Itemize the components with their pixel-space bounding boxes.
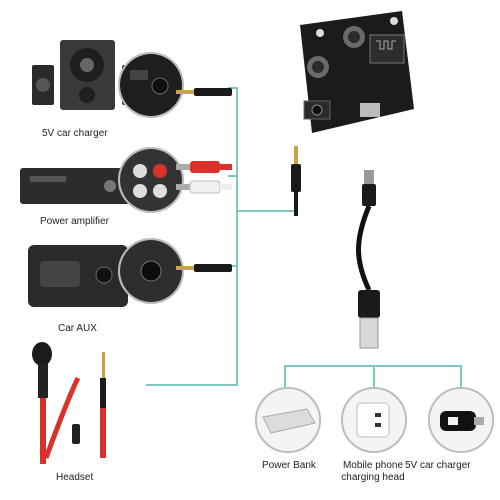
power-bank-circle <box>255 387 321 453</box>
speaker-aux-plug <box>176 84 232 96</box>
connector-board <box>236 210 296 212</box>
connector-car-aux <box>228 265 238 267</box>
phone-charger-label: Mobile phone charging head <box>333 460 413 484</box>
connector-bottom-1 <box>284 365 286 387</box>
phone-charger-label-line2: charging head <box>341 472 405 483</box>
power-amplifier-image <box>20 160 130 210</box>
connector-bottom-2 <box>373 365 375 387</box>
micro-usb-cable <box>350 170 390 355</box>
car-aux-image <box>28 245 128 307</box>
connector-amplifier <box>228 175 238 177</box>
power-bank-label: Power Bank <box>262 460 316 471</box>
rca-red-plug <box>176 160 232 174</box>
headset-label: Headset <box>56 472 94 483</box>
phone-charger-circle <box>341 387 407 453</box>
connector-headset <box>146 384 238 386</box>
speaker-label: 5V car charger <box>42 128 108 139</box>
car-aux-closeup <box>118 238 184 304</box>
headset-image <box>18 338 138 468</box>
amplifier-rca-closeup <box>118 147 184 213</box>
rca-white-plug <box>176 180 232 194</box>
car-charger-label: 5V car charger <box>405 460 471 471</box>
car-aux-plug <box>176 260 232 272</box>
car-charger-circle <box>428 387 494 453</box>
phone-charger-label-line1: Mobile phone <box>342 460 404 471</box>
speaker-jack-closeup <box>118 52 184 118</box>
connector-trunk <box>236 88 238 385</box>
aux-jack-plug <box>290 146 302 216</box>
connector-bottom-3 <box>460 365 462 387</box>
bluetooth-board-image <box>290 5 420 140</box>
amplifier-label: Power amplifier <box>40 216 109 227</box>
connector-speaker <box>228 87 238 89</box>
car-aux-label: Car AUX <box>58 323 97 334</box>
